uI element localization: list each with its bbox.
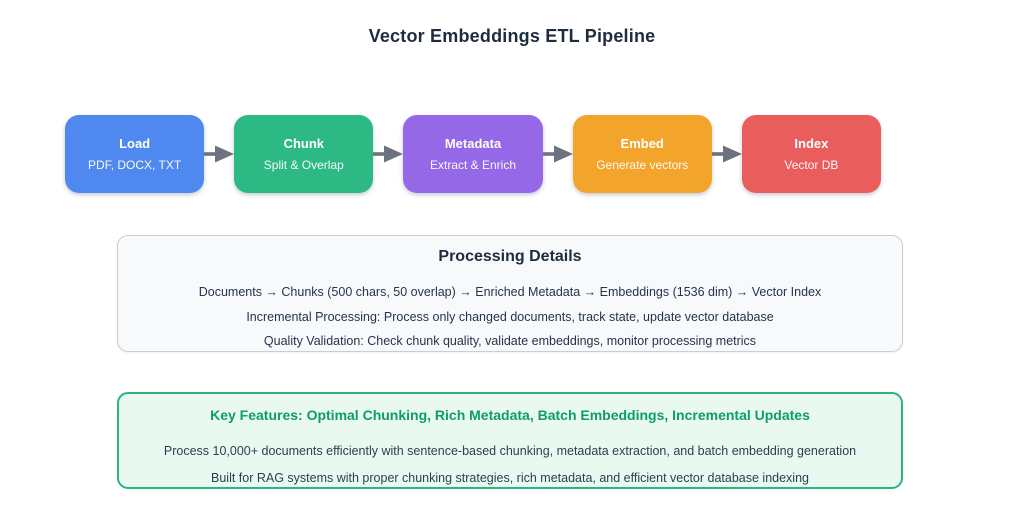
processing-details-panel: Processing Details Documents → Chunks (5… (117, 235, 903, 352)
processing-details-flow-line: Documents → Chunks (500 chars, 50 overla… (198, 285, 822, 299)
key-features-line-2: Built for RAG systems with proper chunki… (211, 471, 809, 485)
stage-metadata: Metadata Extract & Enrich (403, 115, 543, 193)
stage-embed-sublabel: Generate vectors (596, 158, 689, 172)
stage-index-sublabel: Vector DB (784, 158, 839, 172)
stage-embed: Embed Generate vectors (572, 115, 712, 193)
stage-load-label: Load (119, 136, 151, 151)
processing-details-quality-line: Quality Validation: Check chunk quality,… (263, 334, 757, 348)
page-title: Vector Embeddings ETL Pipeline (368, 26, 656, 46)
arrow-right-icon (542, 145, 573, 163)
key-features-line-1: Process 10,000+ documents efficiently wi… (163, 444, 857, 458)
pipeline-row: Load PDF, DOCX, TXT Chunk Split & Overla… (65, 115, 882, 193)
arrow-right-icon (204, 145, 235, 163)
key-features-panel: Key Features: Optimal Chunking, Rich Met… (117, 392, 903, 489)
key-features-heading: Key Features: Optimal Chunking, Rich Met… (210, 407, 810, 423)
stage-index-label: Index (794, 136, 829, 151)
stage-load: Load PDF, DOCX, TXT (65, 115, 205, 193)
arrow-right-icon (711, 145, 742, 163)
stage-chunk-sublabel: Split & Overlap (263, 158, 344, 172)
stage-load-sublabel: PDF, DOCX, TXT (88, 158, 182, 172)
processing-details-incremental-line: Incremental Processing: Process only cha… (246, 309, 774, 324)
arrow-right-icon (373, 145, 404, 163)
stage-index: Index Vector DB (741, 115, 882, 193)
processing-details-heading: Processing Details (438, 248, 582, 265)
stage-metadata-sublabel: Extract & Enrich (429, 158, 517, 172)
stage-chunk-label: Chunk (283, 136, 325, 151)
stage-metadata-label: Metadata (444, 136, 502, 151)
stage-embed-label: Embed (620, 136, 664, 151)
stage-chunk: Chunk Split & Overlap (234, 115, 374, 193)
